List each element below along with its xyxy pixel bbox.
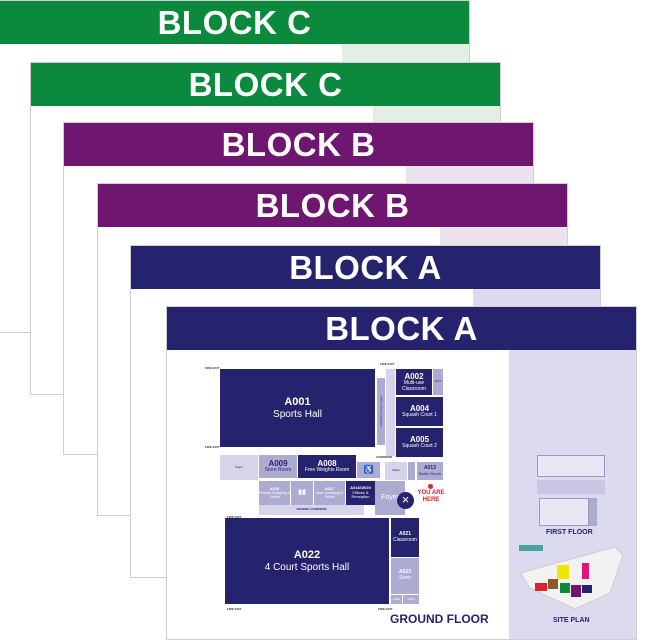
room-a025: A025 <box>403 595 419 604</box>
you-are-here-dot <box>428 484 433 489</box>
stairs-right: Stairs <box>385 462 407 480</box>
sign-title: BLOCK A <box>167 307 636 350</box>
entrance-icon: × <box>397 492 414 509</box>
room-a01b <box>408 462 415 480</box>
you-are-here-label: YOU ARE HERE <box>417 490 445 504</box>
fire-exit-label: FIRE EXIT <box>205 445 220 449</box>
site-plan-icon <box>519 545 624 610</box>
room-a077: A077 <box>433 369 443 395</box>
sign-title: BLOCK B <box>98 184 567 227</box>
ground-floor-label: GROUND FLOOR <box>390 612 489 626</box>
corridor-label: CORRIDOR <box>376 455 393 459</box>
sign-title: BLOCK C <box>0 1 469 44</box>
fire-exit-label: FIRE EXIT <box>380 362 395 366</box>
fire-exit-label: FIRE EXIT <box>227 607 242 611</box>
stairs-left: Stairs <box>220 455 258 480</box>
first-floor-label: FIRST FLOOR <box>546 529 593 536</box>
room-a024: A024 <box>391 595 402 604</box>
sign-title: BLOCK A <box>131 246 600 289</box>
room-a001a: A001a Store Cupboard <box>377 378 385 445</box>
site-plan-label: SITE PLAN <box>553 617 590 624</box>
fire-exit-label: FIRE EXIT <box>205 366 220 370</box>
toilet-icons: ▮▮ <box>291 481 313 505</box>
sign-title: BLOCK B <box>64 123 533 166</box>
fire-exit-label: FIRE EXIT <box>227 515 242 519</box>
fire-exit-label: FIRE EXIT <box>378 607 393 611</box>
sign-title: BLOCK C <box>31 63 500 106</box>
viewing-corridor: VIEWING CORRIDOR <box>259 505 364 515</box>
accessible-toilet-icon: ♿ <box>357 462 380 478</box>
corridor-block <box>386 369 395 456</box>
